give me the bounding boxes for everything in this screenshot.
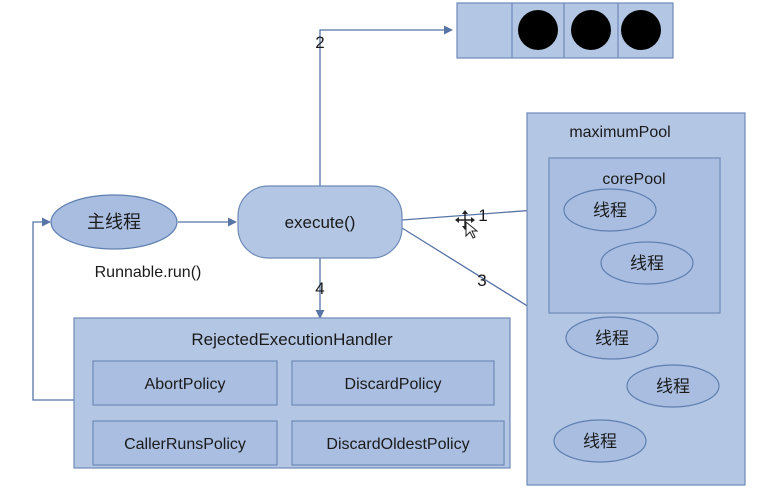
core-thread-node xyxy=(563,188,657,232)
move-cursor-icon xyxy=(455,210,479,239)
core-pool xyxy=(548,157,721,314)
core-thread-node xyxy=(600,241,694,285)
arrow-to-queue xyxy=(319,25,453,186)
max-thread-label: 线程 xyxy=(583,432,617,452)
execute-node xyxy=(237,185,403,259)
max-thread-node xyxy=(553,419,647,463)
main-thread-label: 主线程 xyxy=(87,212,141,233)
maximum-pool-title: maximumPool xyxy=(569,124,670,141)
discard-oldest-policy-label: DiscardOldestPolicy xyxy=(326,436,469,453)
max-thread-node xyxy=(626,364,720,408)
queue-item-dot xyxy=(518,10,558,50)
arrow-label-2: 2 xyxy=(315,33,324,52)
main-thread-node xyxy=(50,194,178,250)
queue-item-dot xyxy=(621,10,661,50)
arrow-label-1: 1 xyxy=(478,206,487,225)
max-thread-label: 线程 xyxy=(656,377,690,397)
discard-policy-label: DiscardPolicy xyxy=(345,376,442,393)
discard-oldest-policy-box xyxy=(291,420,505,466)
work-queue xyxy=(456,2,674,59)
max-thread-node xyxy=(565,316,659,360)
discard-policy-box xyxy=(291,360,495,406)
abort-policy-label: AbortPolicy xyxy=(145,376,226,393)
core-pool-title: corePool xyxy=(602,171,665,188)
queue-item-dot xyxy=(571,10,611,50)
arrow-label-3: 3 xyxy=(477,271,486,290)
core-thread-label: 线程 xyxy=(593,201,627,221)
execute-label: execute() xyxy=(285,213,356,232)
runnable-run-caption: Runnable.run() xyxy=(95,264,202,281)
max-thread-label: 线程 xyxy=(595,329,629,349)
caller-runs-policy-box xyxy=(92,420,278,466)
arrow-handler-to-main xyxy=(32,217,74,401)
core-thread-label: 线程 xyxy=(630,254,664,274)
handler-title: RejectedExecutionHandler xyxy=(191,330,393,349)
abort-policy-box xyxy=(92,360,278,406)
queue-items xyxy=(518,10,661,50)
caller-runs-policy-label: CallerRunsPolicy xyxy=(124,436,246,453)
arrow-label-4: 4 xyxy=(315,279,324,298)
